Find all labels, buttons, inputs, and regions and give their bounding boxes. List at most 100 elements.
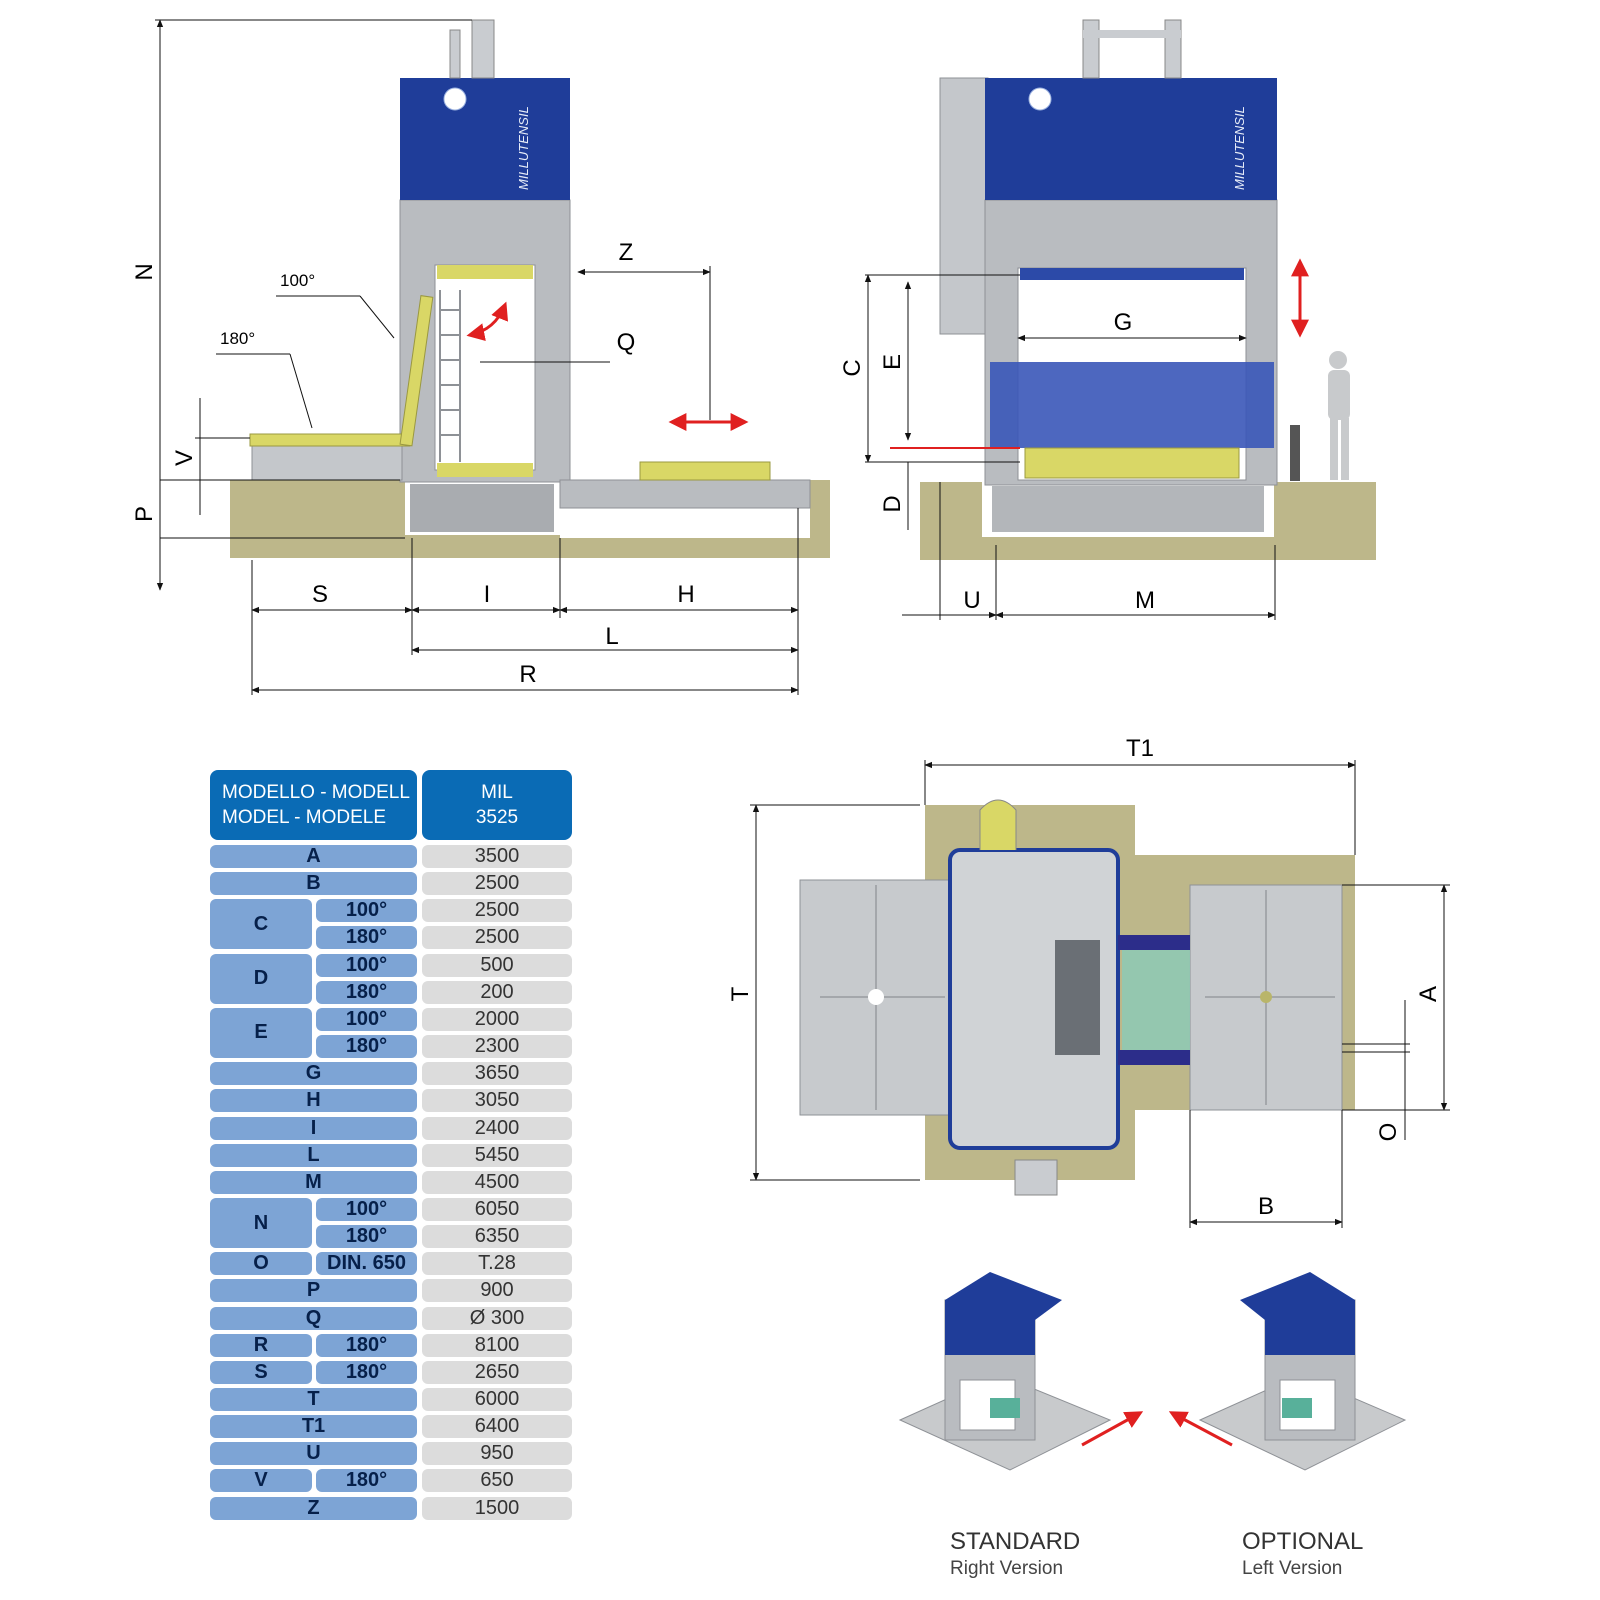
dim-c-label: C <box>839 359 866 376</box>
table-row-label: O <box>210 1252 312 1276</box>
side-pit-right <box>560 508 810 538</box>
table-row-value: 650 <box>422 1469 572 1493</box>
table-header-label: MODELLO - MODELL MODEL - MODELE <box>210 770 417 840</box>
top-green-plate <box>1122 950 1190 1050</box>
side-cylinder-small <box>449 29 461 79</box>
top-rail-lower <box>1118 1050 1190 1065</box>
side-ladder <box>439 290 461 462</box>
optional-subtitle: Left Version <box>1242 1558 1343 1579</box>
dim-m-label: M <box>1135 587 1155 614</box>
front-tilt-table <box>990 362 1274 448</box>
front-cylinder-left <box>1082 19 1100 79</box>
table-row-sublabel: 100° <box>316 1197 417 1221</box>
header-label-line1: MODELLO - MODELL <box>222 782 410 803</box>
table-row-sublabel: 180° <box>316 1333 417 1357</box>
dim-t1-label: T1 <box>1126 735 1154 762</box>
table-row-value: 5450 <box>422 1143 572 1167</box>
table-row-sublabel: 180° <box>316 1225 417 1249</box>
table-row-value: 2500 <box>422 926 572 950</box>
operator-figure <box>1328 351 1350 480</box>
top-hydraulic-unit <box>1055 940 1100 1055</box>
table-row-label: N <box>210 1197 312 1249</box>
dim-d-label: D <box>879 495 906 512</box>
table-row-sublabel: 100° <box>316 1007 417 1031</box>
header-label-line2: MODEL - MODELE <box>222 807 386 828</box>
table-row-label: H <box>210 1089 417 1113</box>
table-row-sublabel: 180° <box>316 1035 417 1059</box>
table-row-sublabel: 100° <box>316 899 417 923</box>
table-row-value: 2400 <box>422 1116 572 1140</box>
table-row-label: S <box>210 1360 312 1384</box>
table-row-value: 6050 <box>422 1197 572 1221</box>
table-row-sublabel: DIN. 650 <box>316 1252 417 1276</box>
side-opening <box>434 264 536 471</box>
dim-z-label: Z <box>619 239 634 266</box>
table-row-value: Ø 300 <box>422 1306 572 1330</box>
table-row-value: 2000 <box>422 1007 572 1031</box>
dim-u-label: U <box>963 587 980 614</box>
standard-subtitle: Right Version <box>950 1558 1064 1579</box>
table-row-value: 200 <box>422 980 572 1004</box>
dim-t-label: T <box>727 986 754 1001</box>
table-row-value: 1500 <box>422 1496 572 1520</box>
dim-g-label: G <box>1114 309 1133 336</box>
standard-version-thumbnail <box>898 1272 1112 1471</box>
table-row-sublabel: 100° <box>316 953 417 977</box>
table-row-value: 900 <box>422 1279 572 1303</box>
angle-180-label: 180° <box>220 329 255 348</box>
front-side-cabinet <box>939 77 989 335</box>
dim-v-label: V <box>171 450 198 466</box>
table-row-label: L <box>210 1143 417 1167</box>
front-crossbar <box>1083 30 1181 38</box>
table-row-value: 6350 <box>422 1225 572 1249</box>
table-row-label: M <box>210 1170 417 1194</box>
dim-q-label: Q <box>617 329 636 356</box>
front-logo-text: MILLUTENSIL <box>1232 106 1247 190</box>
top-left-center <box>868 989 884 1005</box>
front-view: MILLUTENSIL C E D G U M <box>839 19 1376 620</box>
table-row-label: T <box>210 1388 417 1411</box>
side-right-plate <box>639 461 771 481</box>
front-logo-icon <box>1028 87 1052 111</box>
side-tilt-plate-180 <box>249 433 411 447</box>
table-row-label: D <box>210 953 312 1004</box>
table-row-value: 6400 <box>422 1415 572 1439</box>
top-view: T1 T A O B <box>727 735 1450 1228</box>
table-row-value: 2500 <box>422 872 572 896</box>
front-upper-plate <box>1020 268 1244 280</box>
top-rail-upper <box>1118 935 1190 950</box>
side-view: MILLUTENSIL N P V <box>131 19 830 695</box>
table-row-label: G <box>210 1062 417 1086</box>
table-row-label: C <box>210 899 312 950</box>
front-pit-machinery <box>992 486 1264 532</box>
angle-180-leader2 <box>289 353 313 429</box>
table-row-label: E <box>210 1007 312 1059</box>
table-row-value: 500 <box>422 953 572 977</box>
side-cylinder <box>471 19 495 79</box>
top-ladder-cage <box>979 799 1017 850</box>
header-model-line1: MIL <box>481 782 513 803</box>
table-row-value: 3500 <box>422 845 572 868</box>
top-right-center <box>1260 991 1272 1003</box>
table-row-value: 6000 <box>422 1388 572 1411</box>
top-press-outline <box>948 848 1120 1150</box>
side-logo-icon <box>443 87 467 111</box>
standard-title: STANDARD <box>950 1528 1081 1555</box>
dim-s-label: S <box>312 581 328 608</box>
side-tilt-plate-100 <box>399 295 434 447</box>
table-row-value: 2300 <box>422 1035 572 1059</box>
table-row-value: 4500 <box>422 1170 572 1194</box>
table-row-sublabel: 180° <box>316 926 417 950</box>
dim-r-label: R <box>519 661 536 688</box>
dim-n-label: N <box>131 263 158 280</box>
side-left-base <box>251 444 403 481</box>
table-row-sublabel: 180° <box>316 1469 417 1493</box>
dim-e-label: E <box>879 354 906 370</box>
optional-title: OPTIONAL <box>1242 1528 1364 1555</box>
operator-console <box>1290 425 1300 481</box>
table-row-value: 2500 <box>422 899 572 923</box>
side-press-head <box>400 78 570 200</box>
side-lower-plate <box>437 463 533 477</box>
table-row-value: 8100 <box>422 1333 572 1357</box>
